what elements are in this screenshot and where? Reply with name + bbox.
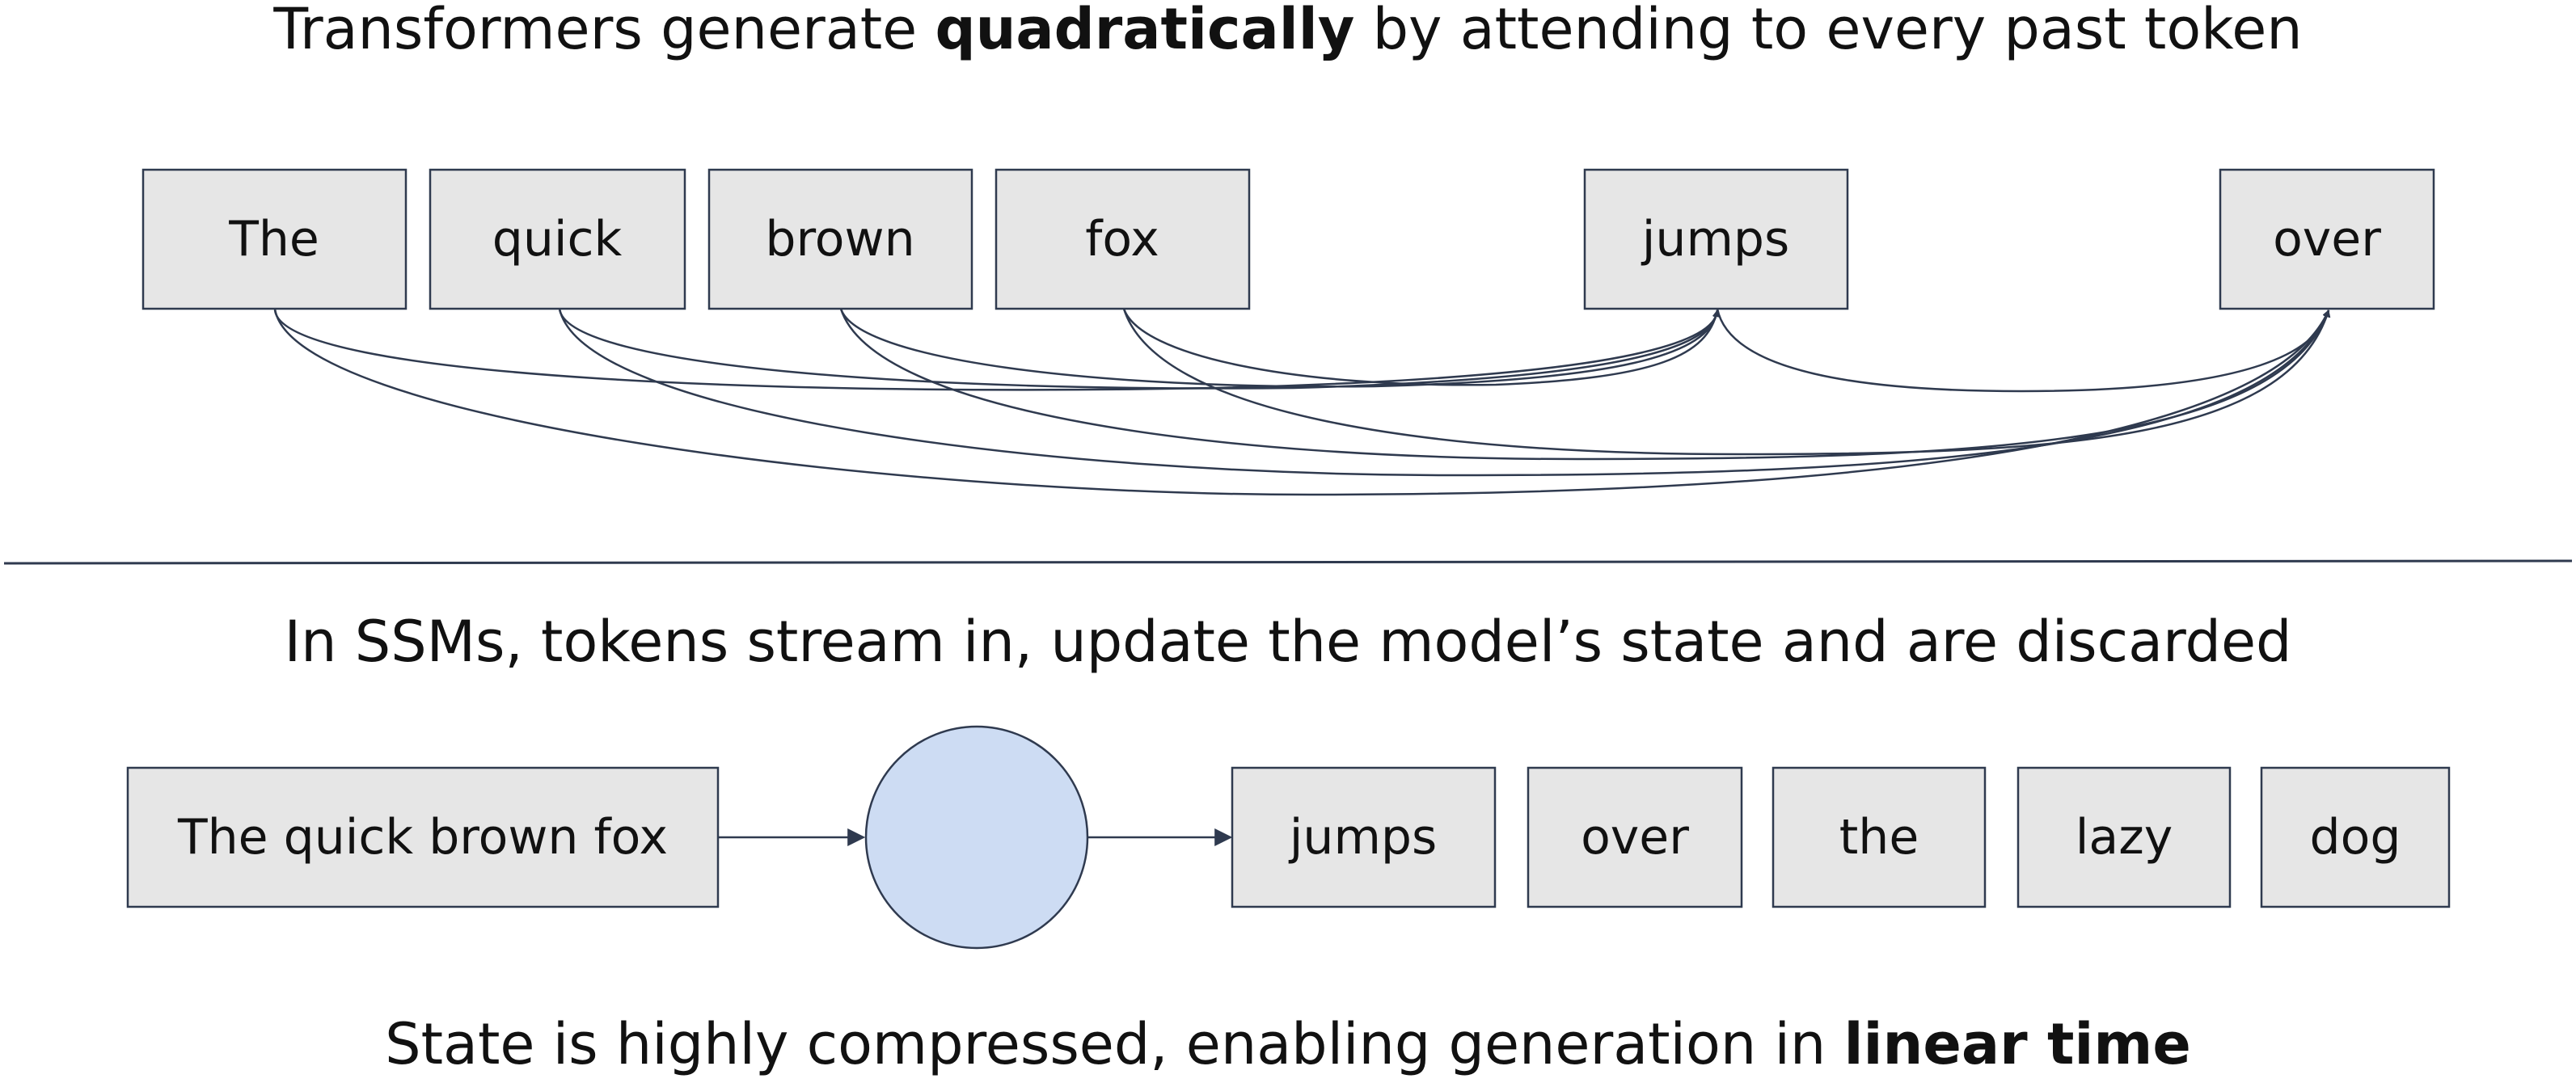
ssm-row: The quick brown fox jumps over the lazy … [126, 725, 2451, 950]
arc-the-to-over [273, 308, 2330, 496]
transformer-heading-pre: Transformers generate [272, 0, 935, 62]
arc-quick-to-over [558, 308, 2330, 477]
token-label: The [228, 211, 319, 268]
ssm-token-label: over [1581, 809, 1689, 866]
ssm-token-label: the [1839, 809, 1919, 866]
ssm-token-label: lazy [2076, 809, 2173, 866]
token-label: brown [765, 211, 914, 268]
transformer-heading: Transformers generate quadratically by a… [272, 0, 2302, 62]
ssm-input-label: The quick brown fox [177, 809, 668, 866]
token-label: fox [1085, 211, 1159, 268]
ssm-token-box-the: the [1772, 766, 1987, 908]
attention-arcs [273, 308, 2331, 496]
footer-heading-pre: State is highly compressed, enabling gen… [385, 1011, 1843, 1077]
token-box-jumps: jumps [1583, 168, 1849, 310]
arc-brown-to-over [839, 308, 2330, 461]
ssm-token-box-jumps: jumps [1231, 766, 1497, 908]
arc-quick-to-jumps [558, 308, 1721, 390]
footer-heading: State is highly compressed, enabling gen… [385, 1011, 2191, 1077]
token-box-quick: quick [429, 168, 686, 310]
arc-jumps-to-over [1716, 308, 2331, 393]
ssm-input-box: The quick brown fox [126, 766, 720, 908]
ssm-token-box-lazy: lazy [2016, 766, 2232, 908]
transformer-token-row: The quick brown fox jumps over [141, 168, 2435, 310]
token-box-fox: fox [995, 168, 1251, 310]
arc-brown-to-jumps [839, 308, 1721, 388]
token-box-over: over [2219, 168, 2435, 310]
footer-heading-bold: linear time [1844, 1011, 2191, 1077]
state-circle [864, 725, 1089, 950]
token-label: quick [492, 211, 623, 268]
token-box-the: The [141, 168, 408, 310]
ssm-token-label: dog [2310, 809, 2401, 866]
ssm-token-box-dog: dog [2260, 766, 2451, 908]
token-label: over [2273, 211, 2381, 268]
ssm-token-label: jumps [1288, 809, 1438, 866]
token-box-brown: brown [707, 168, 973, 310]
arc-fox-to-over [1122, 308, 2330, 456]
arc-the-to-jumps [273, 308, 1721, 391]
transformer-heading-bold: quadratically [935, 0, 1354, 62]
transformer-heading-post: by attending to every past token [1354, 0, 2302, 62]
token-label: jumps [1641, 211, 1790, 268]
ssm-token-box-over: over [1527, 766, 1743, 908]
section-divider [3, 559, 2573, 565]
arc-fox-to-jumps [1122, 308, 1720, 386]
ssm-heading: In SSMs, tokens stream in, update the mo… [285, 609, 2292, 675]
